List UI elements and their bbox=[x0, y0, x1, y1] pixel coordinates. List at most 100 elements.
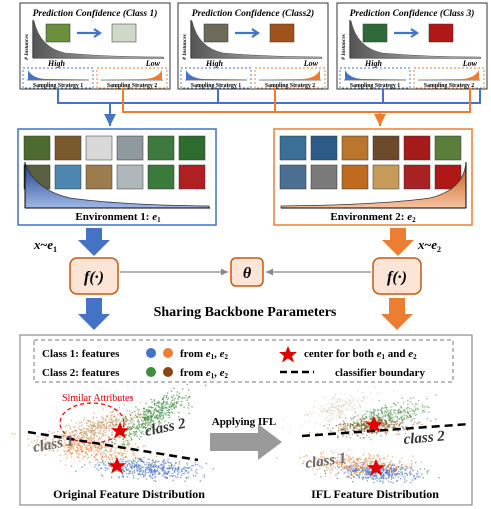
feature-point bbox=[105, 426, 107, 428]
feature-point bbox=[321, 462, 324, 464]
feature-point bbox=[353, 417, 355, 419]
feature-point bbox=[151, 401, 153, 403]
feature-point bbox=[368, 415, 371, 417]
feature-point bbox=[351, 406, 353, 408]
feature-point bbox=[127, 428, 129, 430]
feature-point bbox=[361, 430, 364, 432]
feature-point bbox=[104, 446, 106, 448]
center-star-right-1 bbox=[364, 416, 384, 433]
feature-point bbox=[132, 462, 135, 464]
feature-point bbox=[194, 471, 197, 473]
feature-point bbox=[131, 461, 133, 463]
feature-point bbox=[143, 433, 145, 435]
feature-point bbox=[276, 457, 278, 459]
feature-point bbox=[359, 404, 361, 406]
feature-point bbox=[91, 438, 93, 440]
feature-point bbox=[146, 464, 148, 466]
feature-point bbox=[370, 411, 372, 413]
feature-point bbox=[304, 414, 306, 416]
feature-point bbox=[389, 461, 391, 464]
feature-point bbox=[421, 406, 423, 408]
feature-point bbox=[132, 453, 134, 455]
feature-point bbox=[163, 462, 165, 465]
top-panel-thumb-low bbox=[428, 23, 454, 43]
feature-point bbox=[146, 418, 149, 420]
feature-point bbox=[400, 412, 402, 414]
feature-point bbox=[338, 471, 340, 473]
feature-point bbox=[340, 464, 343, 466]
feature-point bbox=[142, 431, 144, 433]
feature-point bbox=[351, 423, 353, 426]
feature-point bbox=[355, 425, 358, 427]
feature-point bbox=[338, 467, 340, 469]
feature-point bbox=[163, 472, 165, 474]
feature-point bbox=[331, 468, 333, 471]
feature-point bbox=[83, 427, 85, 429]
feature-point bbox=[111, 457, 113, 459]
feature-point bbox=[376, 477, 378, 480]
top-panel-thumb-high bbox=[362, 23, 388, 43]
feature-point bbox=[168, 471, 170, 473]
feature-point bbox=[118, 470, 120, 472]
feature-point bbox=[135, 443, 137, 445]
feature-point bbox=[359, 437, 361, 439]
feature-point bbox=[359, 462, 362, 464]
feature-point bbox=[350, 458, 352, 460]
feature-point bbox=[122, 441, 125, 443]
feature-point bbox=[382, 480, 384, 482]
top-panel-thumb-high bbox=[203, 23, 229, 43]
feature-point bbox=[375, 418, 377, 420]
feature-point bbox=[403, 417, 406, 419]
feature-point bbox=[356, 470, 358, 472]
feature-point bbox=[153, 412, 155, 414]
feature-point bbox=[84, 417, 86, 419]
feature-point bbox=[391, 418, 394, 420]
feature-point bbox=[133, 432, 135, 434]
feature-point bbox=[348, 460, 350, 462]
feature-point bbox=[161, 409, 164, 411]
feature-point bbox=[85, 434, 87, 436]
feature-point bbox=[364, 425, 366, 427]
feature-point bbox=[349, 400, 351, 402]
feature-point bbox=[368, 463, 371, 465]
feature-point bbox=[402, 415, 404, 417]
feature-point bbox=[100, 474, 103, 476]
feature-point bbox=[182, 468, 184, 470]
feature-point bbox=[163, 465, 165, 467]
feature-point bbox=[364, 418, 366, 420]
feature-point bbox=[345, 417, 347, 419]
feature-point bbox=[89, 432, 91, 434]
feature-point bbox=[130, 414, 132, 416]
feature-point bbox=[142, 461, 145, 463]
feature-point bbox=[145, 467, 147, 469]
feature-point bbox=[329, 412, 331, 414]
feature-point bbox=[384, 422, 386, 424]
feature-point bbox=[371, 431, 374, 433]
top-panel-high-label: High bbox=[205, 59, 223, 68]
feature-point bbox=[127, 460, 129, 462]
feature-point bbox=[167, 458, 169, 460]
feature-point bbox=[364, 471, 367, 473]
feature-point bbox=[349, 466, 351, 468]
feature-point bbox=[115, 440, 118, 442]
feature-point bbox=[330, 406, 332, 408]
feature-point bbox=[126, 476, 129, 478]
feature-point bbox=[363, 396, 366, 399]
feature-point bbox=[416, 473, 419, 475]
feature-point bbox=[168, 408, 170, 410]
feature-point bbox=[300, 425, 302, 428]
feature-point bbox=[410, 420, 412, 422]
legend-from-e1-e2-1: from e1, e2 bbox=[180, 348, 229, 361]
feature-point bbox=[386, 472, 389, 474]
feature-point bbox=[374, 475, 376, 477]
feature-point bbox=[125, 461, 127, 463]
feature-point bbox=[68, 442, 70, 444]
feature-point bbox=[78, 428, 81, 431]
feature-point bbox=[330, 407, 332, 409]
feature-point bbox=[400, 417, 403, 420]
feature-point bbox=[390, 481, 392, 483]
feature-point bbox=[101, 434, 103, 436]
feature-point bbox=[153, 425, 155, 427]
feature-point bbox=[129, 470, 132, 472]
feature-point bbox=[363, 437, 366, 439]
